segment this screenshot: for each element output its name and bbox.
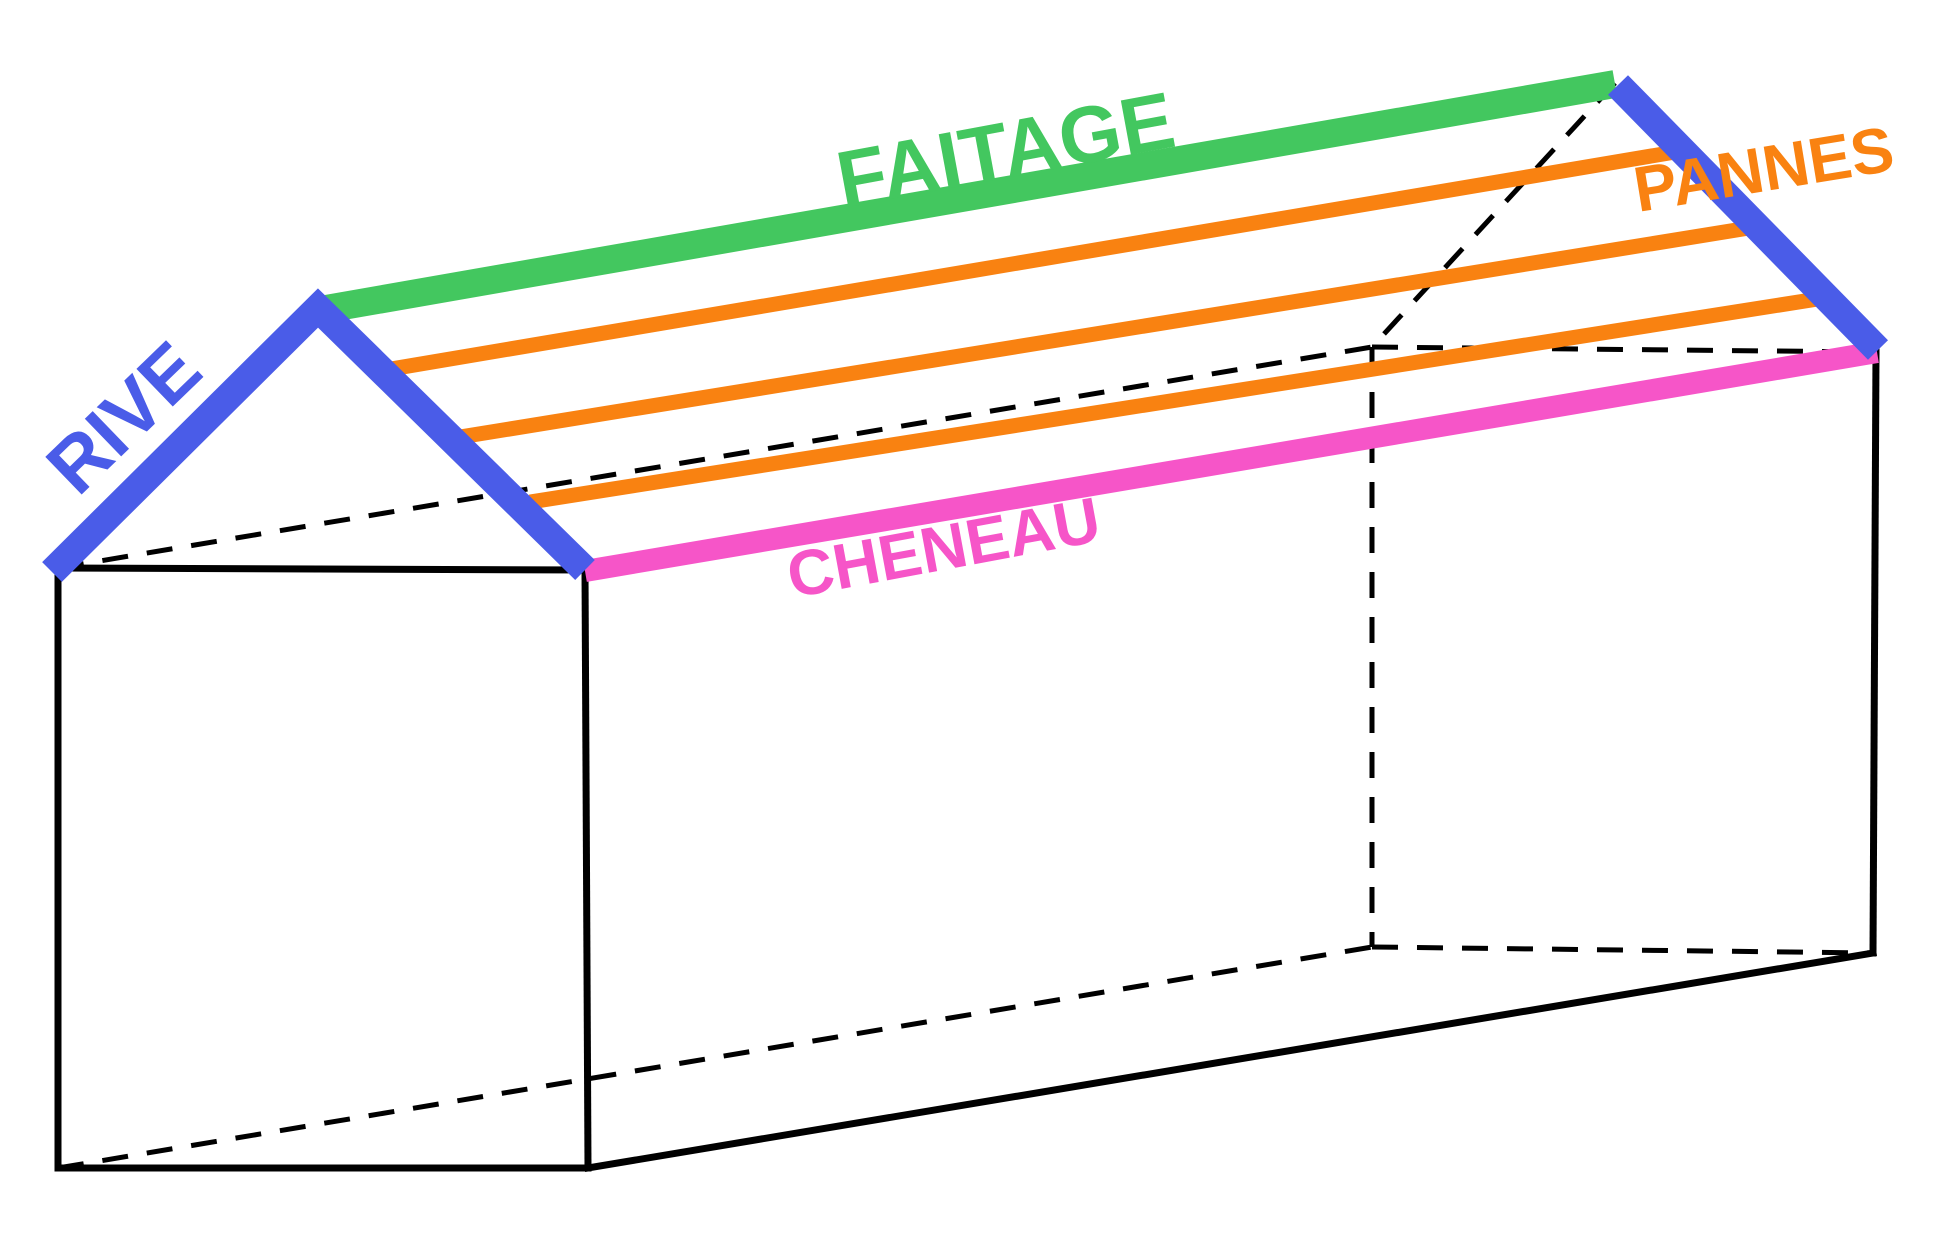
cheneau-gutter-line <box>583 341 1879 582</box>
panne-line-3 <box>528 290 1826 510</box>
purlin-lines <box>383 143 1826 510</box>
hidden-far-wall-bottom-edge <box>1371 944 1874 956</box>
faitage-ridge-line <box>317 70 1618 324</box>
rive-far-gable-edge <box>1608 75 1888 360</box>
panne-line-2 <box>458 219 1757 445</box>
right-wall-corner-edge <box>1869 348 1880 957</box>
visible-edges <box>54 348 1880 1173</box>
rive-lines <box>42 75 1888 582</box>
gable-wall-top-edge <box>54 564 589 574</box>
panne-line-1 <box>383 143 1683 378</box>
rive-near-gable-edge <box>42 288 595 582</box>
hidden-far-gable-edge <box>1370 81 1617 349</box>
gable-wall-right-edge <box>581 566 592 1172</box>
hidden-back-bottom-edge <box>57 944 1373 1171</box>
hidden-far-wall-top-edge <box>1371 344 1877 355</box>
front-wall-bottom-edge <box>583 948 1878 1173</box>
